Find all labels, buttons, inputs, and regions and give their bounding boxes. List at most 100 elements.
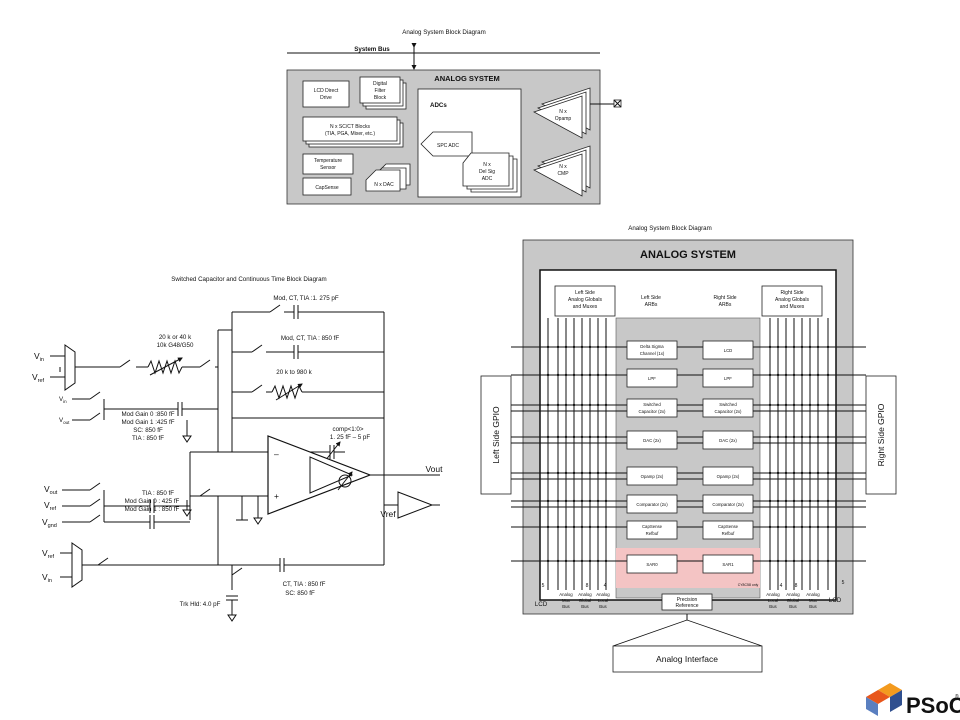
left-block-label: SAR0 bbox=[646, 562, 658, 567]
bus-junction bbox=[596, 559, 600, 563]
bus-junction bbox=[826, 373, 830, 377]
bus-junction bbox=[572, 403, 576, 407]
right-analog-system-title: ANALOG SYSTEM bbox=[640, 249, 736, 261]
bus-junction bbox=[596, 373, 600, 377]
bus-junction bbox=[588, 559, 592, 563]
bus-junction bbox=[826, 559, 830, 563]
bus-junction bbox=[572, 499, 576, 503]
n-dac-label: N x DAC bbox=[374, 182, 394, 188]
res1-l2: 10k G48/G50 bbox=[157, 342, 194, 349]
cap-top1: Mod, CT, TIA :1. 275 pF bbox=[273, 295, 338, 302]
temp-sensor-l2: Sensor bbox=[320, 165, 336, 171]
left-bus-label: Bus bbox=[581, 604, 588, 609]
bus-junction bbox=[826, 435, 830, 439]
digital-filter-l2: Filter bbox=[374, 88, 385, 94]
bus-junction bbox=[604, 525, 608, 529]
logo-reg: ® bbox=[955, 693, 959, 700]
bus-junction bbox=[784, 373, 788, 377]
left-block-0 bbox=[626, 340, 678, 360]
bus-junction bbox=[556, 373, 560, 377]
tiny-note: CY8C58 only bbox=[738, 583, 759, 587]
precision-ref-l1: Precision bbox=[677, 597, 698, 603]
bus-junction bbox=[572, 471, 576, 475]
bus-junction bbox=[556, 345, 560, 349]
right-bus-label: Analog bbox=[786, 592, 800, 597]
bus-junction bbox=[792, 559, 796, 563]
vref-2: Vref bbox=[44, 500, 57, 512]
left-bus-label: Bus bbox=[562, 604, 569, 609]
spc-adc-label: SPC ADC bbox=[437, 143, 459, 149]
left-block-label: Delta Sigma bbox=[640, 344, 664, 349]
lcd-direct-drive-l2: Drive bbox=[320, 95, 332, 101]
bus-junction bbox=[776, 471, 780, 475]
bus-junction bbox=[588, 525, 592, 529]
logo-text: PSoC bbox=[906, 693, 960, 718]
left-bus-labels: AnalogMuxBusAnalogGlobalBusAnalogLocalBu… bbox=[559, 592, 610, 609]
bus-junction bbox=[768, 435, 772, 439]
right-block-label: DAC (2x) bbox=[719, 438, 737, 443]
right-arbs-l2: ARBs bbox=[719, 302, 732, 308]
bus-junction bbox=[564, 435, 568, 439]
bus-junction bbox=[808, 435, 812, 439]
left-block-label: Capacitor (2x) bbox=[639, 409, 667, 414]
right-block-label: LPF bbox=[724, 376, 732, 381]
vref-3: Vref bbox=[42, 548, 55, 560]
num-8-right: 8 bbox=[795, 583, 798, 589]
bus-junction bbox=[564, 525, 568, 529]
bus-junction bbox=[768, 403, 772, 407]
right-block-label: CapSense bbox=[718, 524, 739, 529]
left-bus-label: Local bbox=[598, 598, 608, 603]
bus-junction bbox=[800, 559, 804, 563]
bus-junction bbox=[556, 559, 560, 563]
right-bus-label: Global bbox=[787, 598, 799, 603]
bus-junction bbox=[800, 471, 804, 475]
bus-junction bbox=[800, 525, 804, 529]
bus-junction bbox=[784, 471, 788, 475]
bus-junction bbox=[776, 499, 780, 503]
num-8-left: 8 bbox=[586, 583, 589, 589]
bus-junction bbox=[816, 525, 820, 529]
sc-ct-l2: (TIA, PGA, Mixer, etc.) bbox=[325, 131, 375, 137]
bus-junction bbox=[768, 373, 772, 377]
bus-junction bbox=[768, 345, 772, 349]
bus-junction bbox=[546, 373, 550, 377]
left-bus-label: Analog bbox=[596, 592, 610, 597]
tia2-l3: Mod Gain 1 : 850 fF bbox=[125, 506, 180, 513]
modgain-l3: SC: 850 fF bbox=[133, 427, 163, 434]
bus-junction bbox=[808, 403, 812, 407]
bus-junction bbox=[776, 435, 780, 439]
bus-junction bbox=[808, 345, 812, 349]
bus-junction bbox=[784, 403, 788, 407]
left-globals-l3: and Muxes bbox=[573, 304, 598, 310]
right-block-3 bbox=[702, 430, 754, 450]
left-bus-label: Global bbox=[579, 598, 591, 603]
right-bus-labels: AnalogLocalBusAnalogGlobalBusAnalogMuxBu… bbox=[766, 592, 820, 609]
left-arbs-l2: ARBs bbox=[645, 302, 658, 308]
bus-junction bbox=[808, 373, 812, 377]
bus-junction bbox=[816, 345, 820, 349]
right-block-1 bbox=[702, 368, 754, 388]
vin-3: Vin bbox=[42, 572, 52, 584]
vout-1: Vout bbox=[59, 417, 70, 425]
res2: 20 k to 980 k bbox=[276, 369, 312, 376]
left-block-3 bbox=[626, 430, 678, 450]
bus-junction bbox=[768, 525, 772, 529]
bus-junction bbox=[816, 373, 820, 377]
del-sig-l2: Del Sig bbox=[479, 169, 495, 175]
bus-junction bbox=[792, 345, 796, 349]
right-bus-label: Bus bbox=[809, 604, 816, 609]
bus-junction bbox=[604, 435, 608, 439]
bus-junction bbox=[580, 525, 584, 529]
cmp-l1: N x bbox=[559, 164, 567, 170]
system-bus-label: System Bus bbox=[354, 46, 390, 53]
vgnd: Vgnd bbox=[42, 517, 57, 529]
bus-junction bbox=[572, 525, 576, 529]
horizontal-buses bbox=[511, 345, 866, 563]
bus-junction bbox=[596, 471, 600, 475]
temp-sensor-l1: Temperature bbox=[314, 158, 342, 164]
bus-junction bbox=[564, 345, 568, 349]
bus-junction bbox=[596, 403, 600, 407]
bus-junction bbox=[572, 345, 576, 349]
bus-junction bbox=[604, 499, 608, 503]
bus-junction bbox=[604, 373, 608, 377]
